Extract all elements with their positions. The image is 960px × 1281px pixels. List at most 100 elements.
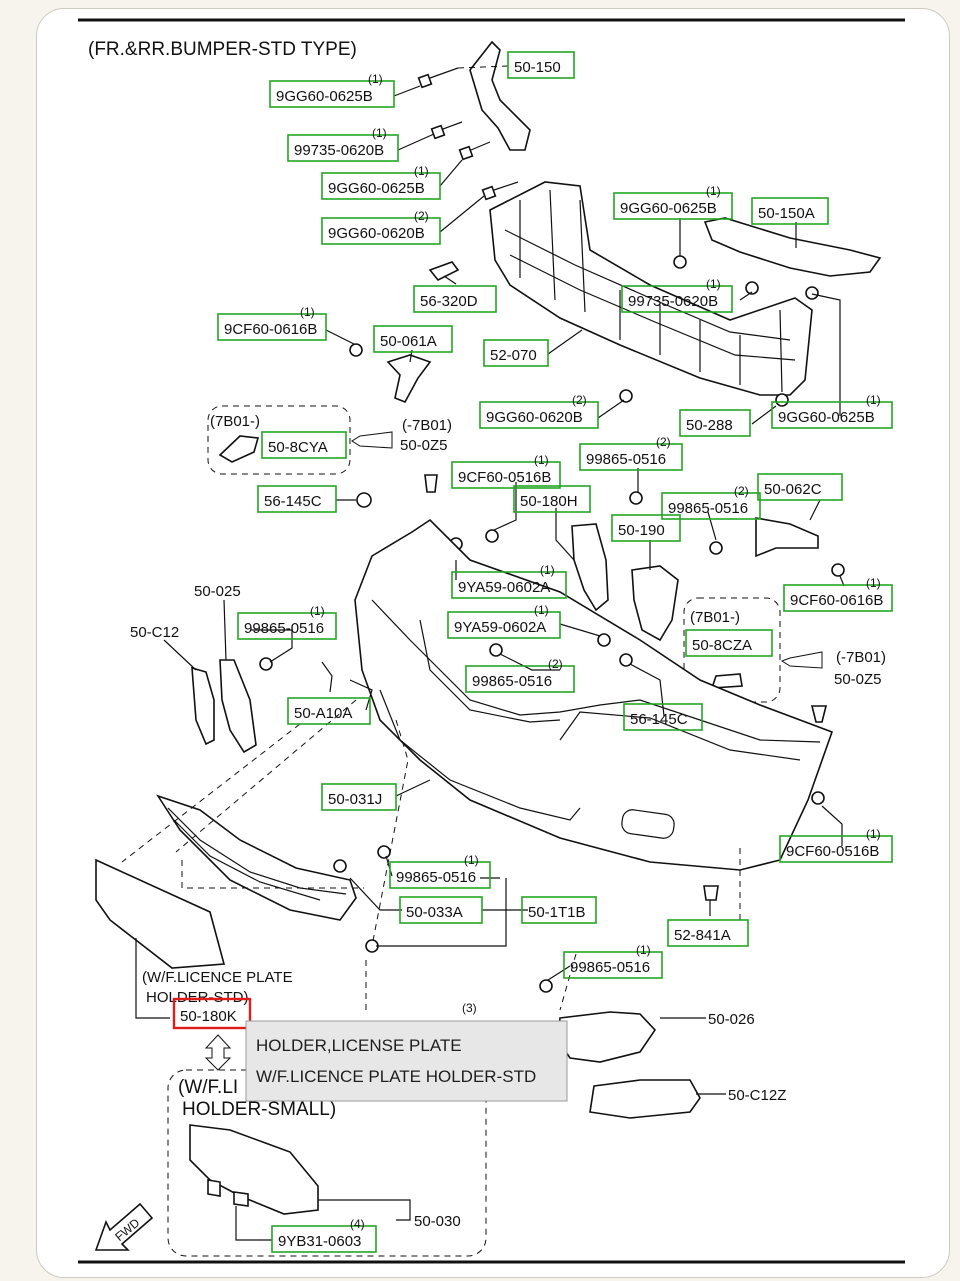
part-label-9cf60-0516b[interactable]: 9CF60-0516B(1): [779, 827, 893, 863]
part-label-50-1t1b[interactable]: 50-1T1B: [521, 896, 597, 924]
part-label-code[interactable]: 50-150: [514, 59, 561, 76]
part-label-9ya59-0602a[interactable]: 9YA59-0602A(1): [451, 563, 567, 599]
part-label-code[interactable]: 56-145C: [630, 711, 688, 728]
part-label-box[interactable]: [287, 134, 399, 162]
part-label-code[interactable]: 50-8CYA: [268, 439, 328, 456]
part-label-code[interactable]: 99865-0516: [396, 869, 476, 886]
part-label-code[interactable]: 99865-0516: [472, 673, 552, 690]
part-label-box[interactable]: [779, 835, 893, 863]
part-label-code[interactable]: 99865-0516: [570, 959, 650, 976]
part-label-box[interactable]: [447, 611, 561, 639]
part-label-code[interactable]: 9GG60-0625B: [778, 409, 875, 426]
part-label-box[interactable]: [679, 409, 751, 437]
part-label-9gg60-0625b[interactable]: 9GG60-0625B(1): [269, 72, 395, 108]
part-label-box[interactable]: [507, 51, 575, 79]
part-label-box[interactable]: [389, 861, 491, 889]
part-label-box[interactable]: [771, 401, 893, 429]
part-label-code[interactable]: 9YA59-0602A: [458, 579, 550, 596]
part-label-box[interactable]: [321, 217, 441, 245]
part-label-50-8cya[interactable]: 50-8CYA: [261, 431, 347, 459]
part-label-code[interactable]: 9GG60-0625B: [276, 88, 373, 105]
part-label-code[interactable]: 50-150A: [758, 205, 815, 222]
part-label-code[interactable]: 9GG60-0625B: [328, 180, 425, 197]
part-label-50-061a[interactable]: 50-061A: [373, 325, 453, 353]
part-label-code[interactable]: 50-031J: [328, 791, 382, 808]
part-label-box[interactable]: [287, 697, 371, 725]
part-label-99735-0620b[interactable]: 99735-0620B(1): [287, 126, 399, 162]
part-label-52-841a[interactable]: 52-841A: [667, 919, 749, 947]
part-label-box[interactable]: [237, 612, 337, 640]
part-label-9cf60-0616b[interactable]: 9CF60-0616B(1): [783, 576, 893, 612]
part-label-box[interactable]: [621, 285, 733, 313]
selected-part-code[interactable]: 50-180K: [180, 1008, 237, 1025]
part-label-box[interactable]: [611, 514, 681, 542]
part-label-9gg60-0620b[interactable]: 9GG60-0620B(2): [479, 393, 599, 429]
part-label-code[interactable]: 9GG60-0620B: [328, 225, 425, 242]
part-label-code[interactable]: 9CF60-0616B: [790, 592, 883, 609]
part-label-52-070[interactable]: 52-070: [483, 339, 549, 367]
part-label-code[interactable]: 52-070: [490, 347, 537, 364]
part-label-box[interactable]: [321, 783, 397, 811]
part-label-box[interactable]: [373, 325, 453, 353]
part-label-box[interactable]: [513, 485, 591, 513]
part-label-9ya59-0602a[interactable]: 9YA59-0602A(1): [447, 603, 561, 639]
selected-part-box[interactable]: [172, 997, 252, 1030]
part-label-50-150[interactable]: 50-150: [507, 51, 575, 79]
part-label-9cf60-0516b[interactable]: 9CF60-0516B(1): [451, 453, 561, 489]
part-label-code[interactable]: 52-841A: [674, 927, 731, 944]
part-label-box[interactable]: [413, 285, 497, 313]
part-label-box[interactable]: [579, 443, 683, 471]
part-label-box[interactable]: [667, 919, 749, 947]
part-label-box[interactable]: [269, 80, 395, 108]
part-label-50-8cza[interactable]: 50-8CZA: [685, 629, 773, 657]
part-label-9gg60-0625b[interactable]: 9GG60-0625B(1): [321, 164, 441, 200]
part-label-box[interactable]: [479, 401, 599, 429]
part-label-code[interactable]: 56-145C: [264, 493, 322, 510]
part-label-box[interactable]: [757, 473, 843, 501]
part-label-50-031j[interactable]: 50-031J: [321, 783, 397, 811]
part-label-50-a10a[interactable]: 50-A10A: [287, 697, 371, 725]
part-label-box[interactable]: [465, 665, 575, 693]
part-label-box[interactable]: [257, 485, 337, 513]
part-label-box[interactable]: [399, 896, 483, 924]
part-label-code[interactable]: 99735-0620B: [294, 142, 384, 159]
part-label-box[interactable]: [613, 192, 733, 220]
part-label-9gg60-0620b[interactable]: 9GG60-0620B(2): [321, 209, 441, 245]
part-label-code[interactable]: 50-190: [618, 522, 665, 539]
part-label-code[interactable]: 50-1T1B: [528, 904, 586, 921]
part-label-box[interactable]: [521, 896, 597, 924]
part-label-box[interactable]: [623, 703, 703, 731]
part-label-code[interactable]: 9GG60-0620B: [486, 409, 583, 426]
part-label-code[interactable]: 50-180H: [520, 493, 578, 510]
part-label-box[interactable]: [661, 492, 761, 520]
selected-part[interactable]: 50-180K: [172, 997, 252, 1030]
part-label-99865-0516[interactable]: 99865-0516(1): [389, 853, 491, 889]
part-label-code[interactable]: 9YA59-0602A: [454, 619, 546, 636]
part-label-code[interactable]: 50-062C: [764, 481, 822, 498]
part-label-code[interactable]: 9YB31-0603: [278, 1233, 361, 1250]
part-label-50-062c[interactable]: 50-062C: [757, 473, 843, 501]
part-label-box[interactable]: [563, 951, 663, 979]
part-label-code[interactable]: 56-320D: [420, 293, 478, 310]
part-label-code[interactable]: 50-288: [686, 417, 733, 434]
part-label-box[interactable]: [451, 571, 567, 599]
part-label-9gg60-0625b[interactable]: 9GG60-0625B(1): [771, 393, 893, 429]
part-label-50-033a[interactable]: 50-033A: [399, 896, 483, 924]
part-label-code[interactable]: 99865-0516: [668, 500, 748, 517]
part-label-box[interactable]: [451, 461, 561, 489]
part-label-box[interactable]: [271, 1225, 377, 1253]
part-label-code[interactable]: 50-033A: [406, 904, 463, 921]
part-label-99865-0516[interactable]: 99865-0516(2): [465, 657, 575, 693]
part-label-code[interactable]: 50-A10A: [294, 705, 352, 722]
part-label-50-288[interactable]: 50-288: [679, 409, 751, 437]
part-label-code[interactable]: 9CF60-0516B: [458, 469, 551, 486]
part-label-99865-0516[interactable]: 99865-0516(1): [237, 604, 337, 640]
part-label-9cf60-0616b[interactable]: 9CF60-0616B(1): [217, 305, 327, 341]
part-label-box[interactable]: [783, 584, 893, 612]
part-label-9gg60-0625b[interactable]: 9GG60-0625B(1): [613, 184, 733, 220]
part-label-box[interactable]: [261, 431, 347, 459]
part-label-99735-0620b[interactable]: 99735-0620B(1): [621, 277, 733, 313]
part-label-56-320d[interactable]: 56-320D: [413, 285, 497, 313]
part-label-code[interactable]: 99865-0516: [586, 451, 666, 468]
part-label-56-145c[interactable]: 56-145C: [623, 703, 703, 731]
